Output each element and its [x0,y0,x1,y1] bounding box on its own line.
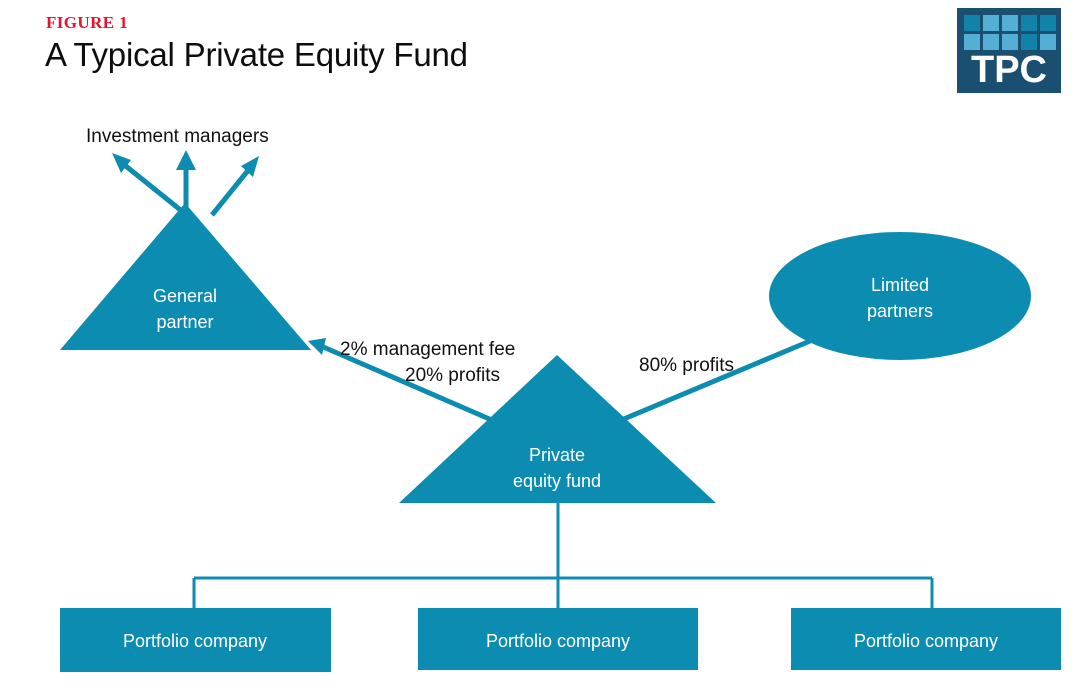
portfolio-company-box-3[interactable] [791,608,1061,670]
management-fee-label-line1: 2% management fee [340,339,515,360]
logo-grid-cell [1002,34,1018,50]
general-partner-triangle[interactable] [60,203,311,350]
arrowhead-icon [241,156,259,177]
general-partner-label-line1: General [153,286,217,306]
figure-number-label: FIGURE 1 [46,13,129,32]
portfolio-company-label-2: Portfolio company [486,631,630,651]
logo-grid-cell [1040,34,1056,50]
logo-grid-cell [1021,34,1037,50]
page-title: A Typical Private Equity Fund [45,36,468,73]
limited-partners-ellipse[interactable] [769,232,1031,360]
portfolio-company-box-1[interactable] [60,608,331,672]
private-equity-fund-triangle[interactable] [399,355,716,503]
edge-gp-to-managers-center [176,150,196,212]
general-partner-label-line2: partner [156,312,213,332]
edge-gp-to-managers-right [210,156,259,217]
logo-grid-cell [1021,15,1037,31]
lp-profits-label: 80% profits [639,355,734,376]
portfolio-company-label-3: Portfolio company [854,631,998,651]
edge-fund-to-limited-partners [618,338,811,424]
logo-grid-cell [964,34,980,50]
limited-partners-label-line1: Limited [871,275,929,295]
portfolio-company-box-2[interactable] [418,608,698,670]
private-equity-fund-label-line1: Private [529,445,585,465]
management-fee-label-line2: 20% profits [405,365,500,386]
tpc-logo: TPC [957,8,1061,93]
arrowhead-icon [308,338,326,355]
logo-grid-cell [1040,15,1056,31]
investment-managers-label: Investment managers [86,126,269,147]
logo-grid-icon [964,15,1056,50]
arrowhead-icon [112,153,131,173]
logo-wordmark: TPC [971,49,1047,91]
edge-fund-to-general-partner [308,338,495,424]
arrowhead-icon [176,150,196,170]
edge-fund-to-portfolio-companies [192,503,934,608]
edge-gp-to-managers-left [112,153,185,214]
limited-partners-label-line2: partners [867,301,933,321]
portfolio-company-label-1: Portfolio company [123,631,267,651]
logo-grid-cell [983,34,999,50]
logo-grid-cell [964,15,980,31]
logo-grid-cell [983,15,999,31]
logo-grid-cell [1002,15,1018,31]
private-equity-fund-label-line2: equity fund [513,471,601,491]
